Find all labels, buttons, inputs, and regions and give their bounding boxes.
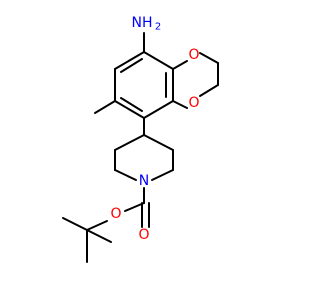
piperidine-ring	[114, 134, 174, 181]
bond-tbutyl-methyl-right	[86, 229, 112, 243]
boc-group	[62, 187, 150, 263]
piperidine-nitrogen: N	[139, 173, 149, 189]
inner-bond-c1-c2	[120, 58, 143, 73]
bond-p6-p1	[143, 134, 174, 151]
ring-oxygen-top: O	[188, 47, 199, 63]
bond-ch2-o-bottom	[199, 84, 219, 97]
inner-bond-c3-c4	[120, 97, 143, 112]
bond-carbonyl-ester-o	[124, 202, 145, 212]
structure-canvas: NH 2 O O N O O	[62, 15, 219, 263]
bond-o-top-ch2	[199, 52, 219, 64]
dioxane-ring	[172, 52, 219, 109]
bond-ester-o-tbutyl	[86, 220, 108, 231]
ring-oxygen-bottom: O	[188, 95, 199, 111]
molecule-structure: NH 2 O O N O O	[62, 15, 219, 263]
amine-nitrogen-text: NH	[132, 15, 153, 31]
bond-n-p5	[151, 169, 174, 181]
bond-c6-c1	[143, 51, 174, 70]
bond-o-bottom-c5	[172, 100, 188, 109]
carbonyl-oxygen: O	[138, 227, 149, 243]
ester-oxygen: O	[110, 206, 121, 222]
bond-p1-p2	[114, 134, 145, 151]
bond-c4-c5	[143, 100, 174, 119]
bond-p3-n	[114, 169, 137, 181]
bond-c3-c4	[114, 100, 145, 119]
benzene-ring	[114, 51, 174, 119]
bond-c6-o-top	[172, 60, 188, 70]
amine-subscript: 2	[155, 22, 161, 33]
bond-c3-methyl	[94, 100, 116, 114]
bond-c1-c2	[114, 51, 145, 70]
bond-tbutyl-methyl-left	[62, 217, 88, 231]
amine-label: NH 2	[132, 15, 162, 33]
